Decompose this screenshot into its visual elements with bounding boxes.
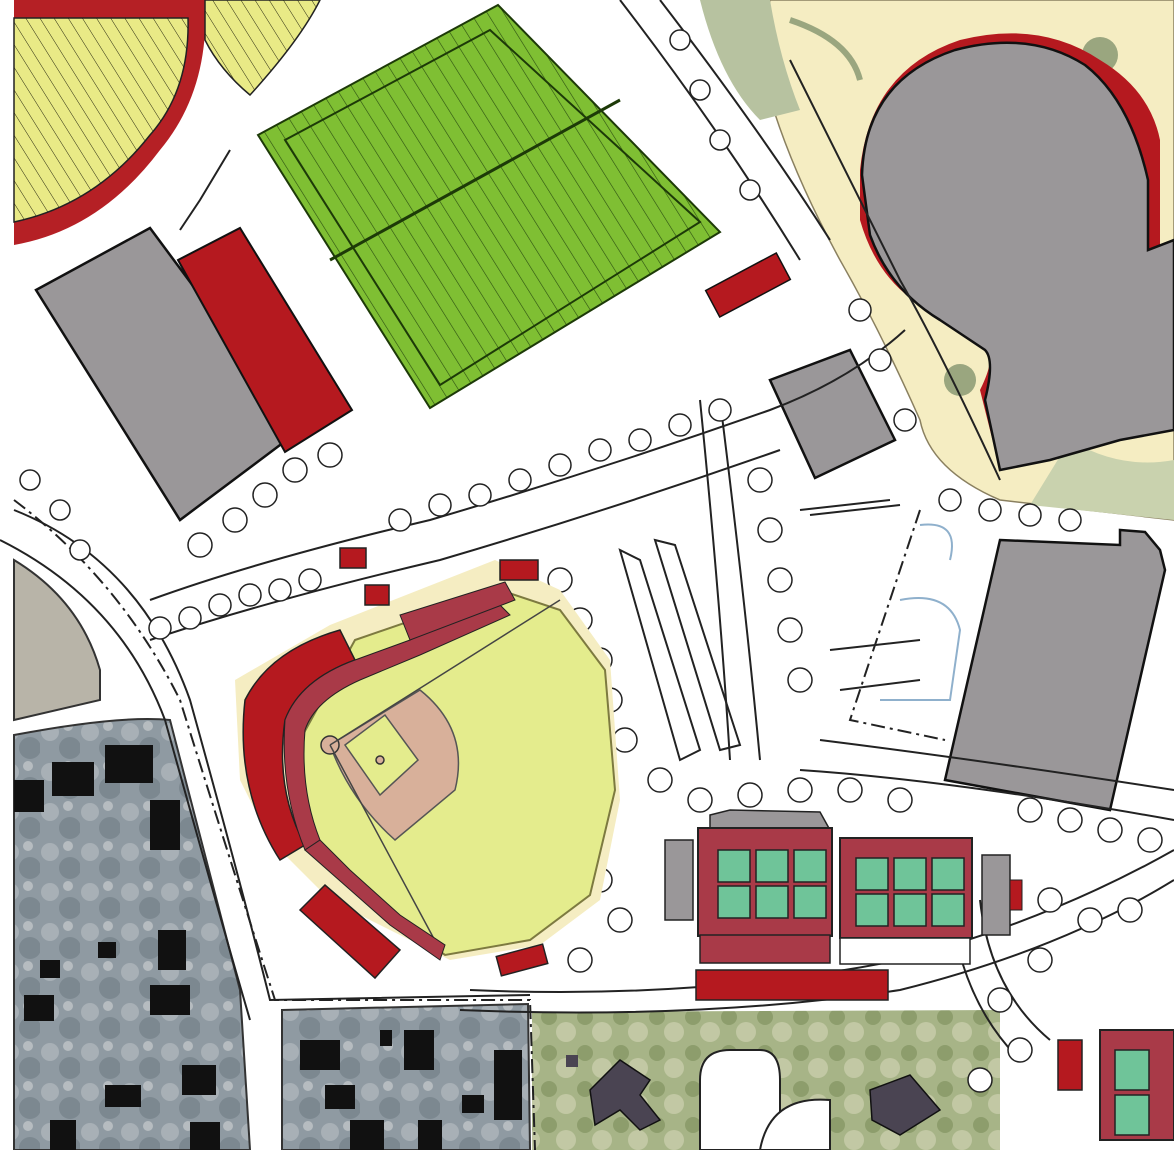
track-and-practice-fields [13, 0, 321, 245]
stadium-building-1 [339, 547, 367, 569]
wooded-area [532, 1010, 1000, 1150]
grandstand-main [242, 629, 357, 862]
residential-area [13, 558, 532, 1150]
gray-building-east [943, 528, 1167, 812]
tennis-courts [717, 849, 965, 927]
indoor-practice-facility [34, 226, 354, 522]
small-red-building [704, 251, 792, 319]
tennis-center [664, 809, 1023, 1001]
stadium-building-3 [499, 559, 539, 581]
pitchers-mound [375, 755, 385, 765]
stadium-building-4 [298, 883, 402, 980]
grandstand-first-base [304, 839, 446, 961]
tennis-courts-east [1057, 1029, 1174, 1141]
grandstand-upper [283, 599, 511, 851]
proposed-addition [176, 226, 354, 454]
future-parking-sketch [880, 523, 962, 701]
turf-practice-fields [256, 3, 722, 410]
stadium-building-2 [364, 584, 390, 606]
gray-building-center [768, 348, 897, 480]
baseball-stadium [235, 547, 620, 980]
practice-field-1 [13, 17, 189, 223]
infield-diamond [343, 713, 420, 797]
parking-lots [618, 499, 921, 762]
tree-canopy [19, 29, 1163, 1093]
residential-buildings [14, 745, 522, 1150]
tennis-grandstand [695, 969, 889, 1001]
stadium-building-5 [495, 943, 549, 977]
practice-field-2 [204, 0, 321, 97]
arena [860, 33, 1174, 472]
